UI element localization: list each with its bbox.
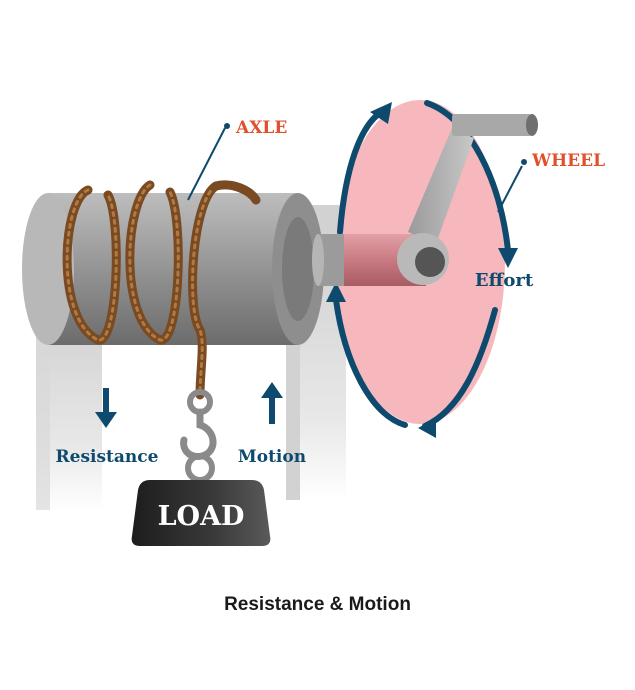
crank-handle (397, 114, 538, 285)
wheel-label: WHEEL (531, 151, 605, 171)
motion-label: Motion (238, 447, 306, 467)
motion-arrow-up-icon (261, 382, 283, 424)
resistance-arrow-down-icon (95, 388, 117, 428)
rotation-arrowheads (326, 102, 518, 438)
axle-label: AXLE (235, 118, 287, 138)
rope (62, 180, 261, 400)
effort-label: Effort (475, 270, 534, 291)
load-label: LOAD (158, 501, 245, 532)
wheel-callout: WHEEL (497, 151, 605, 213)
rotation-arrow-icon (333, 100, 511, 429)
resistance-label: Resistance (56, 447, 159, 467)
diagram-caption: Resistance & Motion (224, 594, 411, 615)
hook-icon (180, 389, 217, 483)
axle-callout: AXLE (187, 118, 287, 201)
load-block: LOAD (131, 480, 271, 546)
